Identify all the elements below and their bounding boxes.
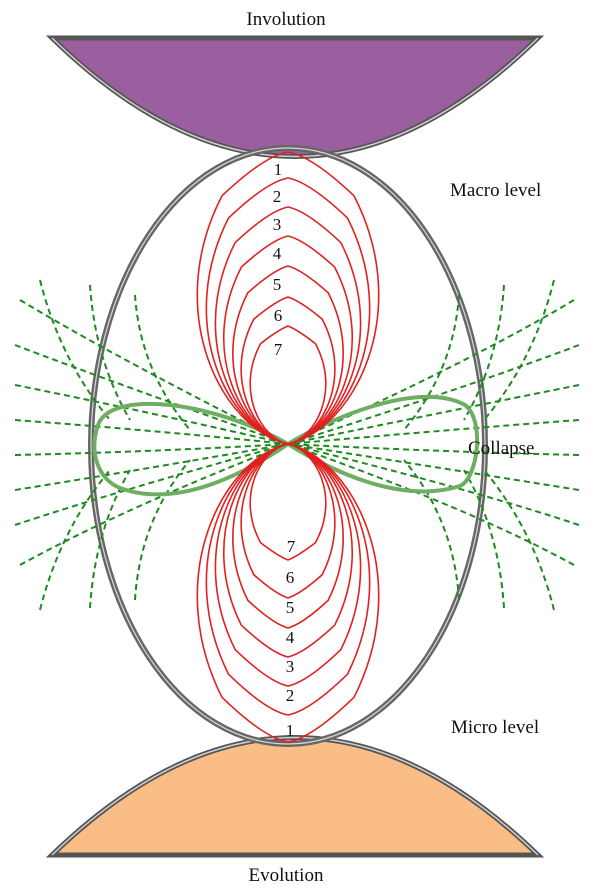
- field-loop: [196, 443, 380, 743]
- dashed-field-line: [287, 443, 580, 491]
- field-loops: [196, 151, 380, 743]
- dashed-field-line: [463, 469, 505, 609]
- dashed-field-line: [287, 443, 580, 456]
- field-loop: [214, 206, 362, 445]
- loop-number: 7: [274, 340, 283, 359]
- loop-number: 4: [286, 628, 295, 647]
- involution-sphere: [45, 35, 545, 159]
- field-loop: [205, 177, 371, 445]
- label-micro-level: Micro level: [451, 717, 539, 738]
- loop-number: 4: [273, 244, 282, 263]
- field-loop: [249, 443, 327, 561]
- dashed-field-line: [14, 443, 289, 526]
- dashed-field-line: [14, 443, 289, 491]
- dashed-field-line: [134, 294, 191, 431]
- dashed-field-line: [287, 419, 580, 445]
- field-loop: [232, 443, 344, 629]
- dashed-field-line: [287, 384, 580, 445]
- loop-number: 5: [286, 598, 295, 617]
- dashed-field-line: [287, 443, 575, 566]
- dashed-field-line: [19, 443, 289, 566]
- dashed-field-line: [483, 469, 555, 611]
- field-loop: [249, 325, 327, 445]
- field-loop: [205, 443, 371, 716]
- loop-number: 6: [274, 306, 283, 325]
- dashed-field-line: [14, 384, 289, 445]
- collapse-loop: [92, 394, 480, 497]
- loop-number: 3: [273, 215, 282, 234]
- field-loop: [240, 443, 336, 599]
- loop-number: 1: [274, 160, 283, 179]
- dashed-field-line: [403, 294, 460, 431]
- label-evolution: Evolution: [249, 865, 324, 886]
- lower-loop-numbers: 7 6 5 4 3 2 1: [286, 537, 296, 740]
- dashed-field-line: [483, 279, 555, 421]
- loop-number: 2: [286, 686, 295, 705]
- field-loop: [223, 235, 353, 445]
- dashed-field-line: [89, 284, 131, 421]
- dashed-field-line: [19, 299, 289, 445]
- evolution-sphere: [45, 735, 545, 858]
- label-macro-level: Macro level: [450, 180, 541, 201]
- field-loop: [240, 296, 336, 445]
- dashed-field-line: [14, 419, 289, 445]
- loop-number: 6: [286, 568, 295, 587]
- dashed-field-line: [287, 299, 575, 445]
- dashed-field-line: [14, 344, 289, 445]
- upper-loop-numbers: 1 2 3 4 5 6 7: [273, 160, 283, 359]
- field-loop: [232, 265, 344, 445]
- label-involution: Involution: [246, 9, 326, 30]
- dashed-field-line: [287, 344, 580, 445]
- evolution-sphere-rim: [51, 736, 539, 856]
- loop-number: 5: [273, 275, 282, 294]
- field-loop: [196, 151, 380, 445]
- loop-number: 1: [286, 721, 295, 740]
- label-collapse: Collapse: [468, 438, 535, 459]
- loop-number: 7: [287, 537, 296, 556]
- central-ellipse-ring-inner: [90, 147, 486, 745]
- loop-number: 2: [273, 187, 282, 206]
- dashed-field-line: [14, 443, 289, 456]
- dashed-field-line: [463, 284, 505, 421]
- involution-sphere-rim: [51, 37, 539, 158]
- loop-number: 3: [286, 657, 295, 676]
- dashed-field-line: [403, 459, 460, 601]
- dashed-field-line: [134, 459, 191, 601]
- field-loop: [223, 443, 353, 658]
- dashed-field-line: [89, 469, 131, 609]
- field-loop: [214, 443, 362, 687]
